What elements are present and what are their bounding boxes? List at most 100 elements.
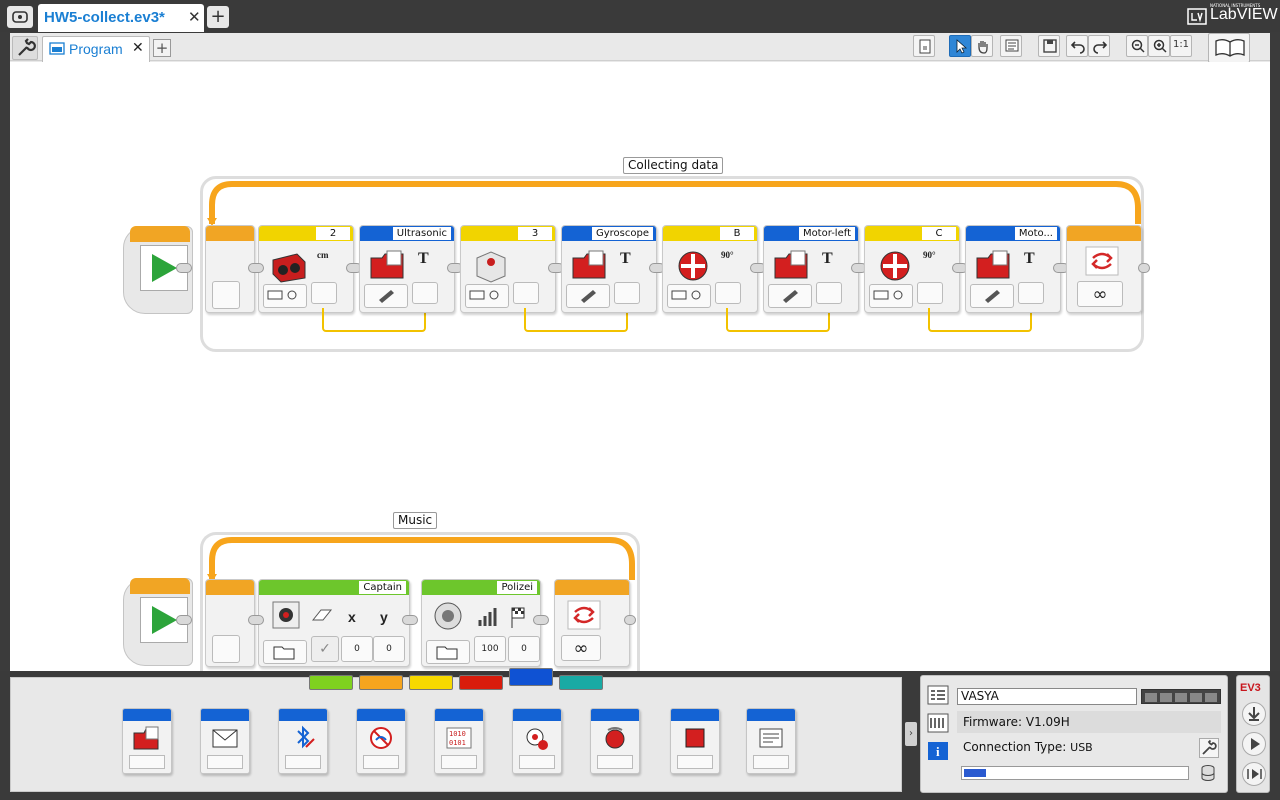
block-input-slot[interactable]: 0 [373, 636, 405, 662]
block-file-label[interactable]: Polizei [497, 581, 537, 594]
download-button[interactable] [1242, 702, 1266, 726]
block-mode-selector[interactable] [970, 284, 1014, 308]
block-mode-selector[interactable] [465, 284, 509, 308]
file-tab[interactable]: HW5-collect.ev3* ✕ [38, 4, 204, 32]
data-wire[interactable] [928, 308, 1032, 332]
block-input-slot[interactable]: 0 [341, 636, 373, 662]
block-mode-selector[interactable] [869, 284, 913, 308]
block-mode-selector[interactable] [263, 284, 307, 308]
loop-mode-slot[interactable]: ∞ [1077, 281, 1123, 307]
hardware-tab-icons[interactable]: i [923, 682, 953, 790]
block-output-slot[interactable] [614, 282, 640, 304]
project-properties-tab[interactable] [12, 36, 38, 60]
block-output-slot[interactable] [816, 282, 842, 304]
file-access-block[interactable]: Moto...T [965, 225, 1061, 313]
block-mode-selector[interactable] [768, 284, 812, 308]
block-port-label[interactable]: Motor-left [798, 227, 855, 240]
block-input-slot[interactable]: 0 [508, 636, 540, 662]
loop-mode-slot[interactable]: ∞ [561, 635, 601, 661]
run-selected-button[interactable] [1242, 762, 1266, 786]
data-wire[interactable] [322, 308, 426, 332]
block-mode-selector[interactable] [426, 640, 470, 664]
loop-label-collecting[interactable]: Collecting data [623, 157, 724, 174]
loop-start-block-1[interactable] [205, 225, 255, 313]
block-mode-selector[interactable] [364, 284, 408, 308]
data-wire[interactable] [726, 308, 830, 332]
keep-awake-palette-block[interactable] [356, 708, 406, 774]
palette-tab[interactable] [409, 675, 453, 690]
palette-tab[interactable] [559, 675, 603, 690]
palette-tab[interactable] [459, 675, 503, 690]
zoom-in-button[interactable] [1148, 35, 1170, 57]
close-icon[interactable]: ✕ [188, 8, 201, 26]
palette-tab[interactable] [359, 675, 403, 690]
loop-end-block-1[interactable]: ∞ [1066, 225, 1142, 313]
download-run-button[interactable] [1242, 732, 1266, 756]
pan-tool-button[interactable] [971, 35, 993, 57]
comment-tool-button[interactable] [1000, 35, 1022, 57]
hardware-page-toggle[interactable]: › [905, 722, 917, 746]
invert-motor-palette-block[interactable] [590, 708, 640, 774]
tab-program[interactable]: Program ✕ [42, 36, 150, 62]
loop-start-block-2[interactable] [205, 579, 255, 667]
content-editor-button[interactable] [913, 35, 935, 57]
clear-screen-slot[interactable]: ✓ [311, 636, 339, 662]
stop-program-palette-block[interactable] [670, 708, 720, 774]
messaging-palette-block[interactable] [200, 708, 250, 774]
block-output-slot[interactable] [311, 282, 337, 304]
undo-button[interactable] [1066, 35, 1088, 57]
palette-tab[interactable] [309, 675, 353, 690]
save-button[interactable] [1038, 35, 1060, 57]
lobby-button[interactable] [7, 6, 33, 28]
sensor-block[interactable]: 3 [460, 225, 556, 313]
loop-end-block-2[interactable]: ∞ [554, 579, 630, 667]
block-port-label[interactable]: Ultrasonic [392, 227, 451, 240]
help-book-button[interactable] [1208, 33, 1250, 63]
add-program-button[interactable]: + [153, 39, 171, 57]
brick-info-button[interactable] [1199, 738, 1219, 758]
save-icon [1043, 39, 1057, 53]
brick-name-field[interactable]: VASYA [957, 688, 1137, 705]
close-icon[interactable]: ✕ [132, 40, 144, 56]
unregulated-motor-palette-block[interactable] [512, 708, 562, 774]
block-file-label[interactable]: Captain [359, 581, 406, 594]
memory-browser-button[interactable] [1199, 764, 1219, 784]
redo-button[interactable] [1088, 35, 1110, 57]
block-port-label[interactable]: Moto... [1014, 227, 1057, 240]
add-project-button[interactable]: + [207, 6, 229, 28]
start-block-1[interactable] [123, 226, 193, 314]
select-tool-button[interactable] [949, 35, 971, 57]
loop-label-music[interactable]: Music [393, 512, 438, 529]
block-output-slot[interactable] [412, 282, 438, 304]
block-output-slot[interactable] [715, 282, 741, 304]
block-output-slot[interactable] [917, 282, 943, 304]
block-mode-selector[interactable] [263, 640, 307, 664]
bluetooth-palette-block[interactable] [278, 708, 328, 774]
block-port-label[interactable]: 3 [518, 227, 552, 240]
palette-tab[interactable] [509, 668, 553, 686]
file-access-palette-block[interactable] [122, 708, 172, 774]
block-output-slot[interactable] [513, 282, 539, 304]
block-mode-selector[interactable] [667, 284, 711, 308]
block-port-label[interactable]: 2 [316, 227, 350, 240]
zoom-out-button[interactable] [1126, 35, 1148, 57]
block-port-label[interactable]: C [922, 227, 956, 240]
block-port-label[interactable]: B [720, 227, 754, 240]
data-wire[interactable] [524, 308, 628, 332]
block-port-label[interactable]: Gyroscope [591, 227, 653, 240]
zoom-reset-button[interactable]: 1:1 [1170, 35, 1192, 57]
block-output-slot[interactable] [1018, 282, 1044, 304]
comment-palette-block[interactable] [746, 708, 796, 774]
block-input-slot[interactable]: 100 [474, 636, 506, 662]
block-mode-selector[interactable] [566, 284, 610, 308]
